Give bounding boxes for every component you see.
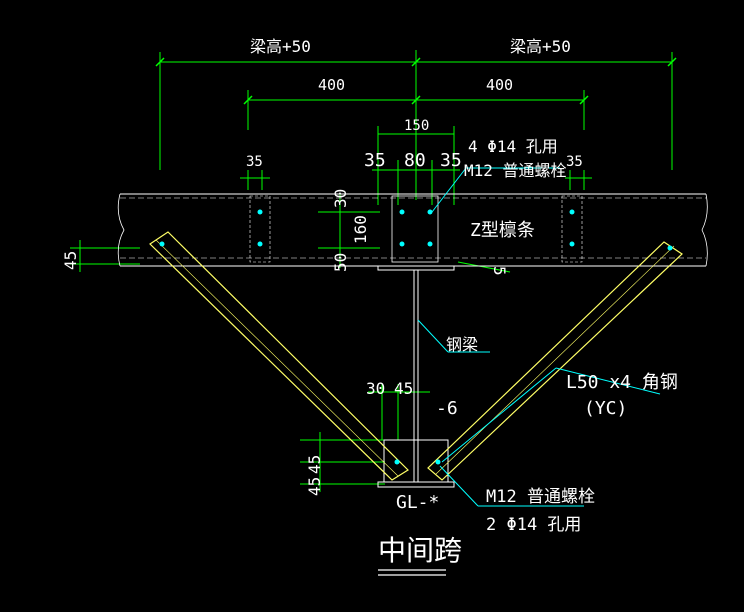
dim-35-left: 35	[246, 154, 263, 170]
dim-v5-right: 5	[490, 266, 509, 276]
dim-bottom-30: 30	[366, 379, 385, 398]
annotation-labels: 4 Φ14 孔用 M12 普通螺栓 Z型檩条 钢梁 L50 x4 角钢 (YC)…	[378, 137, 678, 567]
dim-v160: 160	[351, 215, 370, 244]
dim-v45-left: 45	[61, 251, 80, 270]
dimension-lines	[70, 50, 673, 492]
dimension-ticks	[155, 57, 677, 105]
dim-35-inner-right: 35	[440, 150, 462, 171]
dim-bottom-v45a: 45	[305, 455, 324, 474]
bolt-icon	[435, 459, 441, 465]
leader-lines	[417, 167, 661, 507]
label-steel-beam: 钢梁	[446, 335, 478, 354]
bolt-icon	[257, 241, 263, 247]
label-plate-thickness: -6	[436, 398, 458, 419]
bolt-icon	[399, 209, 405, 215]
dim-150: 150	[404, 118, 429, 134]
label-bottom-bolt-type: M12 普通螺栓	[486, 487, 595, 507]
bolt-icon	[427, 241, 433, 247]
label-top-bolt-holes: 4 Φ14 孔用	[468, 137, 558, 156]
bolts	[159, 209, 673, 465]
purlin	[117, 193, 708, 267]
dim-mid-left: 400	[318, 76, 345, 94]
angle-steel-braces	[149, 231, 683, 481]
label-bottom-bolt-holes: 2 Φ14 孔用	[486, 515, 581, 535]
bolt-icon	[667, 245, 673, 251]
steel-beam	[377, 265, 455, 488]
dim-35-right: 35	[566, 154, 583, 170]
dimension-text: 梁高+50 梁高+50 400 400 150 35 35 80 35 35 3…	[61, 37, 583, 496]
dim-top-left: 梁高+50	[250, 37, 311, 56]
dim-bottom-v45b: 45	[305, 477, 324, 496]
title-underline	[378, 569, 446, 576]
dim-v50: 50	[331, 253, 350, 272]
dim-35-inner-left: 35	[364, 150, 386, 171]
bolt-icon	[569, 241, 575, 247]
bolt-icon	[427, 209, 433, 215]
label-purlin: Z型檩条	[470, 220, 535, 241]
dim-80: 80	[404, 150, 426, 171]
dim-top-right: 梁高+50	[510, 37, 571, 56]
label-angle-steel-code: (YC)	[584, 398, 627, 419]
dim-mid-right: 400	[486, 76, 513, 94]
label-angle-steel: L50 x4 角钢	[566, 372, 678, 393]
bolt-icon	[569, 209, 575, 215]
bolt-icon	[159, 241, 165, 247]
drawing-title: 中间跨	[378, 534, 462, 567]
dim-bottom-45: 45	[394, 379, 413, 398]
bolt-icon	[394, 459, 400, 465]
label-top-bolt-type: M12 普通螺栓	[464, 161, 567, 180]
label-beam-code: GL-*	[396, 492, 439, 513]
bolt-icon	[399, 241, 405, 247]
dim-v30: 30	[331, 189, 350, 208]
bolt-icon	[257, 209, 263, 215]
